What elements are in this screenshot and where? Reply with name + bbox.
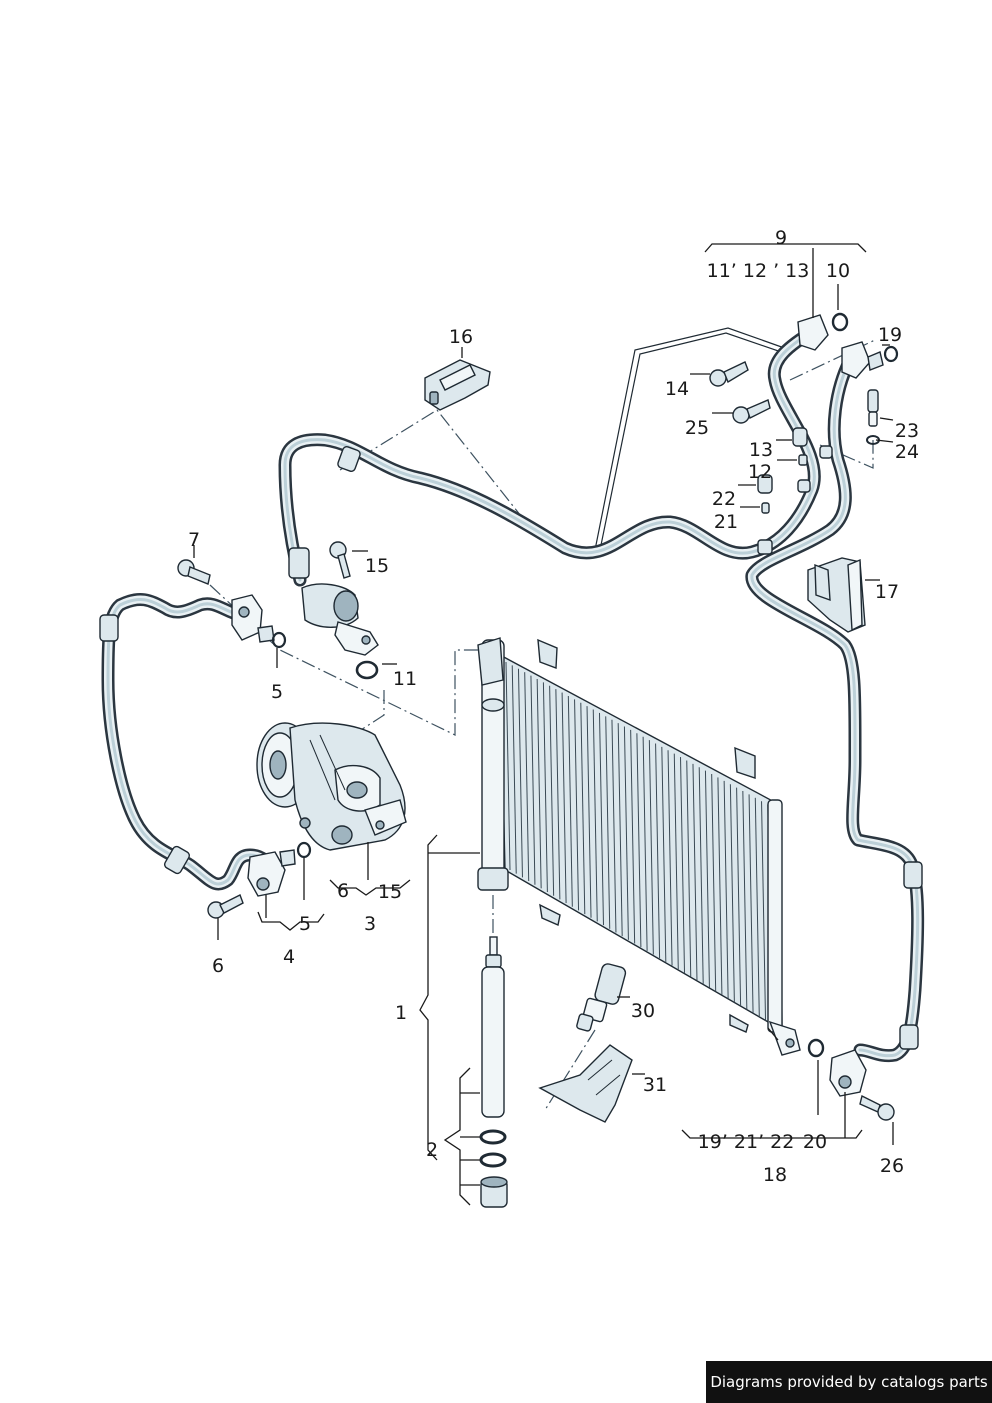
callout-labels: 9 11’ 12 ’ 13 10 16 19 14 25 23 24 13 12… xyxy=(188,227,919,1186)
condenser-fin xyxy=(698,767,704,984)
callout-26: 26 xyxy=(880,1155,904,1177)
condenser-fin xyxy=(711,774,717,992)
condenser-fin xyxy=(680,757,686,973)
condenser-fin xyxy=(686,760,692,977)
callout-31: 31 xyxy=(643,1074,667,1096)
callout-2: 2 xyxy=(426,1139,438,1161)
callout-22: 22 xyxy=(712,488,736,510)
bolts xyxy=(177,541,379,919)
condenser-fin xyxy=(580,702,586,915)
callout-18: 18 xyxy=(763,1164,787,1186)
callout-20: 20 xyxy=(803,1131,827,1153)
condenser-fin xyxy=(729,784,735,1003)
liquid-line-hose xyxy=(745,353,925,1063)
mounting-bracket-31 xyxy=(538,1044,633,1123)
condenser-fin xyxy=(648,740,654,955)
callout-6-bottom: 6 xyxy=(212,955,224,977)
condenser-fin xyxy=(567,695,573,907)
callout-5-top: 5 xyxy=(271,681,283,703)
condenser-fin xyxy=(754,797,760,1017)
callout-1: 1 xyxy=(395,1002,407,1024)
condenser-fin xyxy=(605,716,611,929)
condenser-fin xyxy=(574,699,580,911)
callout-15-top: 15 xyxy=(365,555,389,577)
condenser-fin xyxy=(742,791,748,1010)
callout-30: 30 xyxy=(631,1000,655,1022)
callout-16: 16 xyxy=(449,326,473,348)
condenser-fin xyxy=(561,692,567,904)
callout-11: 11 xyxy=(393,668,417,690)
callout-21: 21 xyxy=(714,511,738,533)
condenser-fin xyxy=(592,709,598,922)
callout-7: 7 xyxy=(188,529,200,551)
condenser-outlet-fitting xyxy=(807,1038,895,1121)
condenser-fin xyxy=(598,712,604,926)
condenser-fin xyxy=(542,682,548,893)
suction-muffler xyxy=(301,583,379,656)
condenser-fin xyxy=(636,733,642,948)
callout-10: 10 xyxy=(826,260,850,282)
condenser-fin xyxy=(673,753,679,970)
condenser-fin xyxy=(717,777,723,995)
condenser-fin xyxy=(611,719,617,933)
callout-3: 3 xyxy=(364,913,376,935)
condenser-fin xyxy=(536,678,542,889)
bracket-17 xyxy=(807,557,866,633)
condenser-fin xyxy=(530,675,536,885)
top-right-fittings xyxy=(709,312,899,555)
callout-25: 25 xyxy=(685,417,709,439)
callout-9: 9 xyxy=(775,227,787,249)
condenser-fin xyxy=(549,685,555,896)
condenser-fin xyxy=(748,794,754,1014)
double-line-hose-9 xyxy=(594,327,791,551)
callout-23: 23 xyxy=(895,420,919,442)
callout-19-top: 19 xyxy=(878,324,902,346)
condenser-fin xyxy=(736,787,742,1006)
credit-banner: Diagrams provided by catalogs parts xyxy=(706,1361,992,1403)
callout-13: 13 xyxy=(749,439,773,461)
condenser-fin xyxy=(704,770,710,988)
callout-12: 12 xyxy=(748,461,772,483)
condenser-fin xyxy=(692,763,698,981)
callout-11-12-13: 11’ 12 ’ 13 xyxy=(707,260,810,282)
condenser-fin xyxy=(511,665,517,874)
callout-17: 17 xyxy=(875,581,899,603)
callout-24: 24 xyxy=(895,441,919,463)
callout-4: 4 xyxy=(283,946,295,968)
dryer-cartridge xyxy=(479,936,508,1208)
condenser-fin xyxy=(761,801,767,1021)
callout-6-group: 6 xyxy=(337,880,349,902)
condenser-fin xyxy=(517,668,523,878)
bracket-16 xyxy=(424,359,491,411)
condenser-fin xyxy=(630,729,636,944)
compressor-discharge-hose xyxy=(99,592,296,897)
condenser-fin xyxy=(661,746,667,962)
condenser-fin xyxy=(505,661,511,871)
pressure-switch xyxy=(576,963,627,1032)
condenser-fin xyxy=(524,672,530,882)
condenser xyxy=(477,637,801,1056)
condenser-fin xyxy=(617,723,623,937)
condenser-fin xyxy=(667,750,673,966)
condenser-fin xyxy=(655,743,661,959)
callout-19-21-22: 19’ 21’ 22 xyxy=(698,1131,795,1153)
condenser-fin xyxy=(723,780,729,999)
condenser-fin xyxy=(586,706,592,918)
leader-lines xyxy=(193,243,894,1206)
callout-15-group: 15 xyxy=(378,881,402,903)
condenser-fin xyxy=(623,726,629,940)
compressor xyxy=(256,722,407,851)
condenser-fin xyxy=(555,689,561,900)
condenser-fin xyxy=(642,736,648,951)
callout-14: 14 xyxy=(665,378,689,400)
callout-5-bottom: 5 xyxy=(299,913,311,935)
